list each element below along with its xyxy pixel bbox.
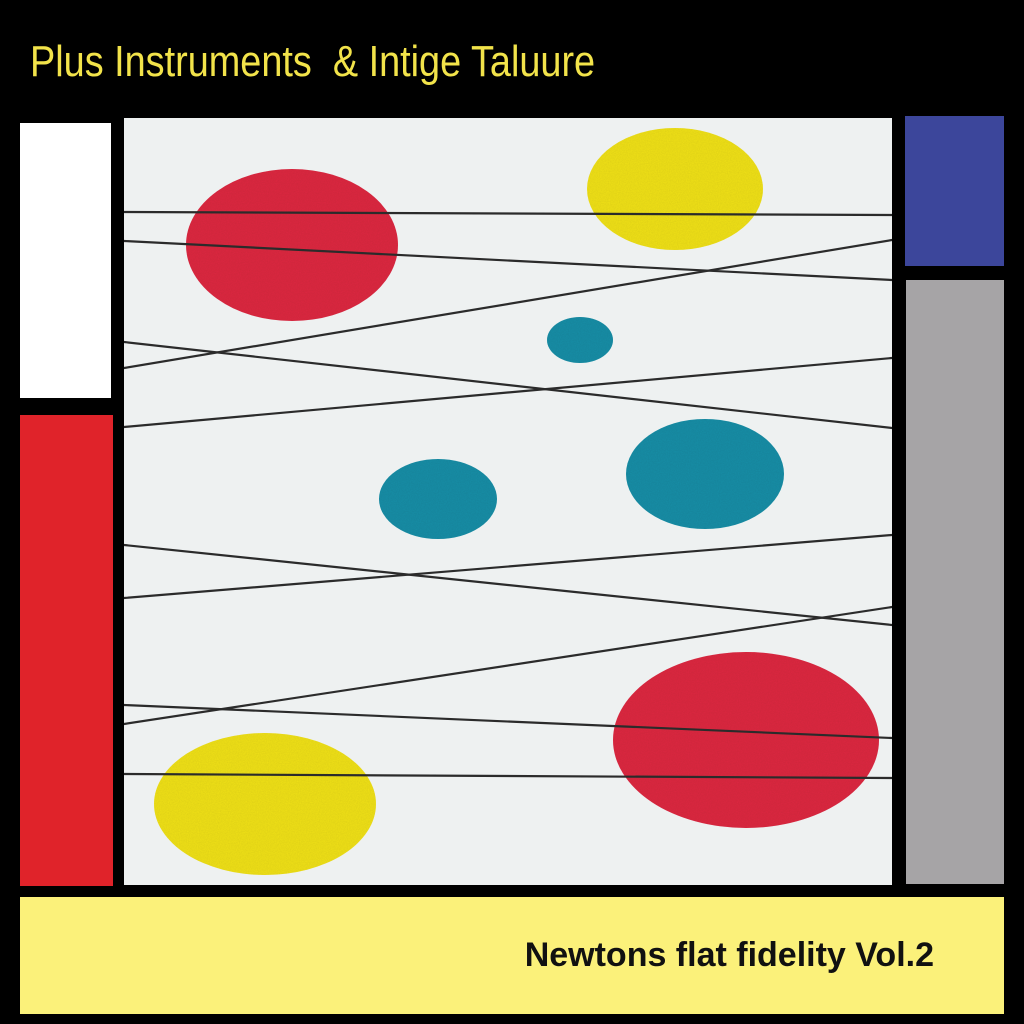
cover-painting bbox=[124, 118, 892, 885]
pencil-line bbox=[124, 238, 892, 370]
pencil-line bbox=[124, 210, 892, 217]
yellow-title-band bbox=[20, 897, 1004, 1014]
pencil-line bbox=[124, 533, 892, 600]
blue-color-block bbox=[905, 116, 1004, 266]
album-title: Newtons flat fidelity Vol.2 bbox=[524, 936, 934, 974]
yellow-dot-top bbox=[587, 128, 763, 250]
pencil-line bbox=[124, 543, 892, 627]
pencil-line bbox=[124, 703, 892, 740]
gray-color-block bbox=[906, 280, 1004, 884]
red-dot-large-bottom bbox=[613, 652, 879, 828]
painting-artwork bbox=[124, 128, 892, 875]
pencil-line bbox=[124, 772, 892, 780]
pencil-lines bbox=[124, 210, 892, 780]
teal-dot-small bbox=[547, 317, 613, 363]
pencil-line bbox=[124, 356, 892, 429]
teal-dot-large bbox=[626, 419, 784, 529]
pencil-line bbox=[124, 340, 892, 430]
white-color-block bbox=[20, 123, 111, 398]
red-color-block bbox=[20, 415, 113, 886]
teal-dot-medium bbox=[379, 459, 497, 539]
pencil-line bbox=[124, 239, 892, 282]
red-dot-large-top bbox=[186, 169, 398, 321]
pencil-line bbox=[124, 605, 892, 726]
artist-name: Plus Instruments & Intige Taluure bbox=[30, 37, 596, 86]
yellow-dot-bottom bbox=[154, 733, 376, 875]
